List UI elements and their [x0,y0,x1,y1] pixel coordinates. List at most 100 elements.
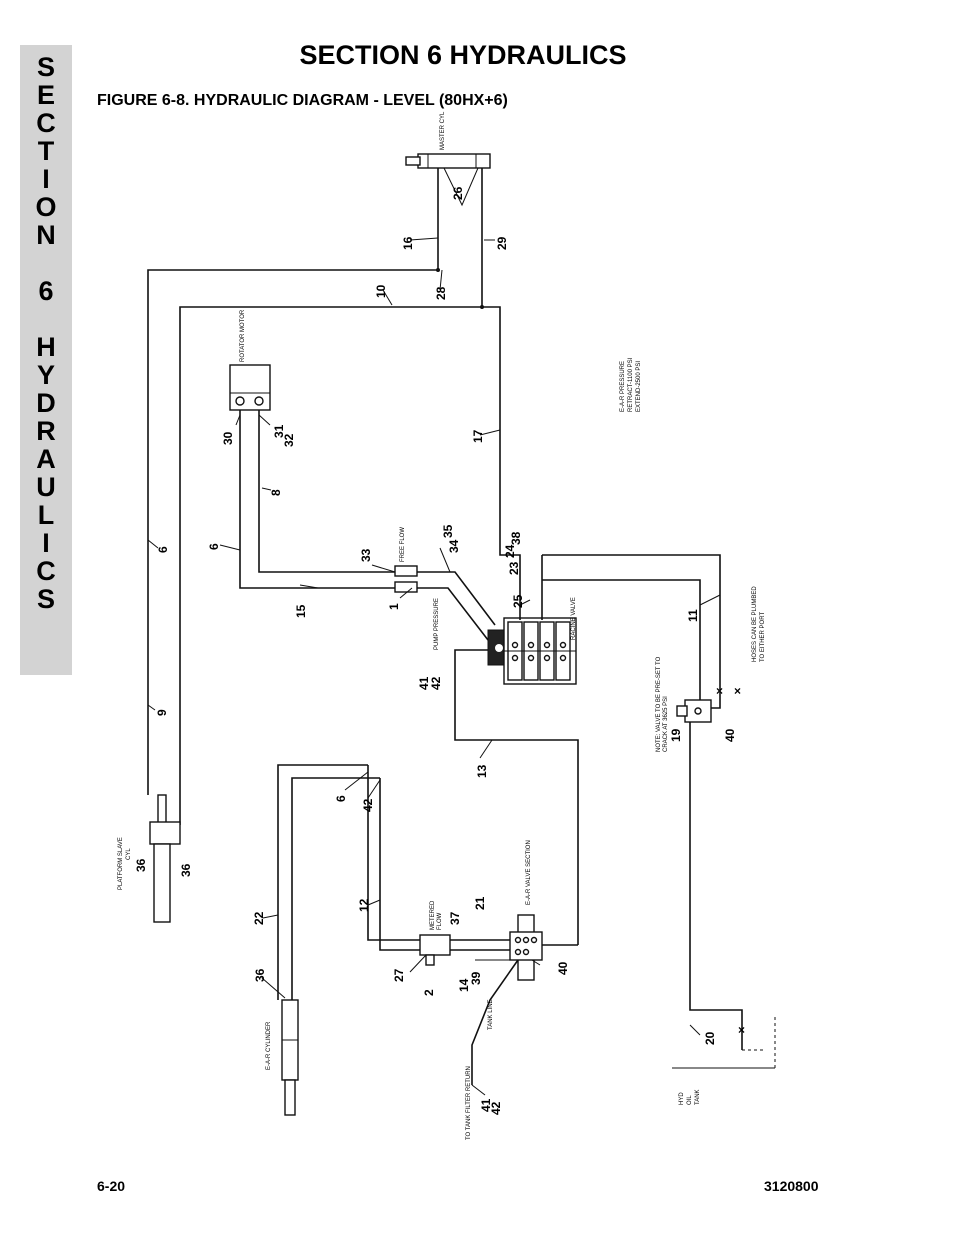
hose-10-6-9 [147,269,438,795]
side-tab-letter: C [36,556,56,586]
figure-title: FIGURE 6-8. HYDRAULIC DIAGRAM - LEVEL (8… [97,92,508,109]
callout-6c: 6 [334,795,348,802]
hoses-note-line2: TO EITHER PORT [760,612,766,662]
hose-30-15 [239,410,395,589]
callout-15: 15 [294,604,308,618]
callout-16: 16 [401,236,415,250]
callout-9: 9 [155,709,169,716]
side-tab-letter: E [36,80,55,110]
hoses-note-line1: HOSES CAN BE PLUMBED [752,586,758,662]
hose-6-22a [277,764,368,1000]
hose-20 [689,722,743,1050]
platform-slave-line1: PLATFORM SLAVE [118,837,124,890]
svg-text:×: × [738,1023,745,1037]
side-tab-letter: N [36,220,56,250]
tank-label-1: HYD [679,1092,685,1105]
side-tab-letter: D [36,388,56,418]
pump-pressure-label: PUMP PRESSURE [434,598,440,650]
callout-10: 10 [374,284,388,298]
ear-valve-section: E-A-R VALVE SECTION [509,840,543,981]
callout-30: 30 [221,431,235,445]
side-tab-letter: L [37,500,55,530]
callout-8: 8 [269,489,283,496]
hose-38 [542,554,721,690]
document-number: 3120800 [764,1178,819,1194]
racine-valve: RACINE VALVE PUMP PRESSURE [434,597,577,685]
callout-41a: 41 [417,676,431,690]
tank-label-3: TANK [695,1089,701,1105]
callout-37: 37 [448,911,462,925]
master-cylinder: MASTER CYL [405,111,491,169]
hose-11 [542,579,701,700]
tank-filter-label: TO TANK FILTER RETURN [466,1066,472,1140]
callout-6a: 6 [156,546,170,553]
callout-39: 39 [469,971,483,985]
platform-slave-line2: CYL [126,848,132,860]
side-tab-letter: Y [36,360,55,390]
callout-24: 24 [503,544,517,558]
callout-42a: 42 [429,676,443,690]
callout-41b: 41 [479,1098,493,1112]
callout-34: 34 [447,539,461,553]
ear-pressure-line3: EXTEND-2500 PSI [636,361,642,412]
ear-pressure-line1: E-A-R PRESSURE [620,361,626,412]
side-tab-letter: R [36,416,56,446]
hose-17 [482,306,521,600]
callout-32: 32 [282,433,296,447]
page-title: SECTION 6 HYDRAULICS [299,40,627,70]
ear-pressure-note: E-A-R PRESSURE RETRACT-1100 PSI EXTEND-2… [620,357,642,412]
hose-31-8 [258,410,395,573]
callout-17: 17 [471,429,485,443]
callout-25: 25 [511,594,525,608]
free-flow-label: FREE FLOW [400,527,406,562]
platform-slave-cylinder: PLATFORM SLAVE CYL [118,794,181,923]
relief-valve: NOTE: VALVE TO BE PRE-SET TO CRACK AT 36… [656,656,712,752]
page-number: 6-20 [97,1178,126,1194]
callout-2: 2 [422,989,436,996]
valve-note-line1: NOTE: VALVE TO BE PRE-SET TO [656,656,662,752]
hose-12 [367,765,420,941]
callout-28: 28 [434,286,448,300]
callout-20: 20 [703,1031,717,1045]
side-tab-letter: C [36,108,56,138]
callout-19: 19 [669,728,683,742]
hose-28-6 [179,306,482,825]
svg-text:×: × [734,684,741,698]
callout-1: 1 [387,603,401,610]
side-tab-letter: I [42,528,50,558]
callout-36b: 36 [179,863,193,877]
side-tab-letter: U [36,472,56,502]
hoses-note: HOSES CAN BE PLUMBED TO EITHER PORT [752,586,766,662]
callout-31: 31 [272,424,286,438]
callout-12: 12 [357,898,371,912]
ear-cylinder-label: E-A-R CYLINDER [266,1021,272,1070]
hose-42-22b [291,777,380,1000]
hose-41-42-13 [454,649,579,945]
side-tab-letter: I [42,164,50,194]
side-tab-letter: 6 [38,276,54,306]
callout-26: 26 [451,186,465,200]
metered-flow-line1: METERED [430,900,436,930]
side-tab-letter: T [37,136,55,166]
ear-valve-label: E-A-R VALVE SECTION [526,840,532,905]
callout-11: 11 [686,609,700,622]
callout-40a: 40 [723,728,737,742]
side-tab-letter: O [35,192,57,222]
callout-27: 27 [392,968,406,982]
tank-line-label: TANK LINE [488,999,494,1030]
callout-22: 22 [252,911,266,925]
metered-flow-fitting: METERED FLOW [419,900,451,966]
callout-36c: 36 [253,968,267,982]
rotator-motor: ROTATOR MOTOR [229,309,271,411]
rotator-motor-label: ROTATOR MOTOR [240,309,246,362]
callout-6b: 6 [207,543,221,550]
section-side-tab: S E C T I O N 6 H Y D R A U L I C S [20,45,72,675]
hyd-oil-tank: × HYD OIL TANK [672,1015,776,1105]
callout-29: 29 [495,236,509,250]
racine-valve-label: RACINE VALVE [571,597,577,640]
callout-35: 35 [441,524,455,538]
callout-33: 33 [359,548,373,562]
side-tab-letter: S [36,584,55,614]
callout-21: 21 [473,896,487,910]
